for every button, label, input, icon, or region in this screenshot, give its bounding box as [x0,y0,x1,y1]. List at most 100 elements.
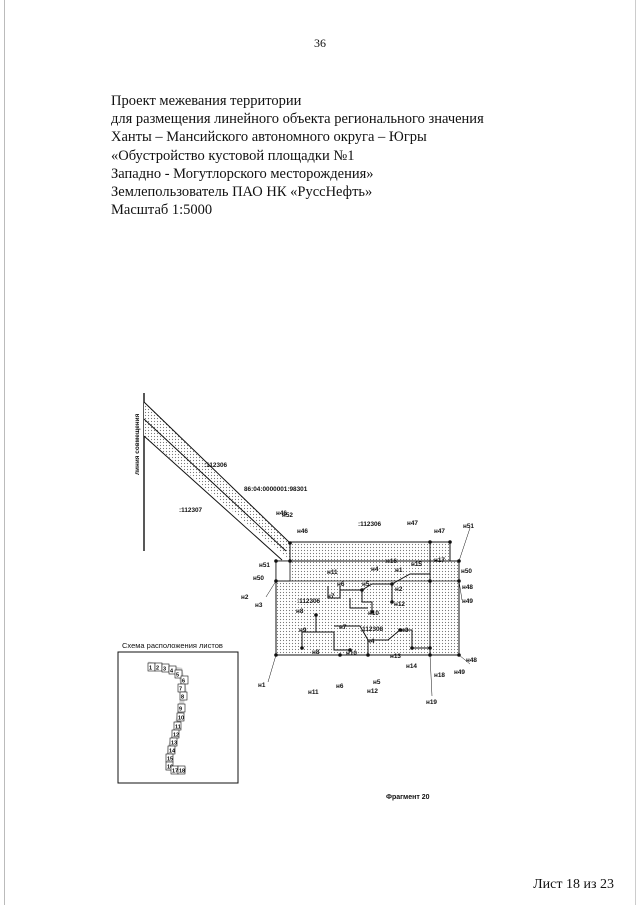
header-line: Ханты – Мансийского автономного округа –… [111,129,427,146]
header-line: Проект межевания территории [111,93,302,109]
inset-title: Схема расположения листов [122,641,223,650]
inset-sheet-number: 13 [171,741,177,747]
header-line: для размещения линейного объекта региона… [111,111,484,128]
point-label: н7 [327,593,335,600]
point-label: н10 [346,650,357,657]
header-line: Масштаб 1:5000 [111,202,213,219]
point-label: н2 [395,586,403,593]
scan-edge-right [635,0,636,905]
header-line: Землепользователь ПАО НК «РуссНефть» [111,184,373,201]
inset-sheet-number: 6 [182,679,185,685]
sheet-footer: Лист 18 из 23 [533,877,614,892]
point-label: н5 [362,581,370,588]
inset-sheet-number: 10 [178,716,184,722]
point-label: н8 [312,649,320,656]
internal-boundary [316,631,350,651]
point-label: н13 [390,653,401,660]
point-label: н5 [373,679,381,686]
internal-boundary [340,589,373,612]
inset-sheet-box [177,703,186,713]
inset-sheet-number: 15 [167,757,173,763]
point-label: н10 [368,610,379,617]
point-label: н50 [253,575,264,582]
point-label: н7 [339,624,347,631]
point-label: н14 [406,663,417,670]
inset-sheet-box [174,669,183,679]
pad-notch [275,560,291,582]
point-label: н47 [407,520,418,527]
point-label: н19 [426,699,437,706]
inset-sheet-number: 5 [176,673,179,679]
point-label: н9 [299,627,307,634]
point-label: н4 [371,566,379,573]
point-label: н1 [395,567,403,574]
inset-sheet-number: 17 [172,769,178,775]
corridor-edge [143,401,291,544]
point-label: н6 [337,581,345,588]
internal-boundary [361,583,393,602]
point-label: н11 [327,569,338,576]
header-line: «Обустройство кустовой площадки №1 [111,147,355,164]
point-label: н51 [259,562,270,569]
parcel-label: :112306 [204,462,228,469]
vertex-markers [274,540,461,657]
inset-sheet-number: 7 [179,687,182,693]
alignment-line-label: линия совмещения [134,413,141,475]
point-label: н6 [336,683,344,690]
internal-boundary [301,615,317,648]
point-label: н48 [462,584,473,591]
inset-sheet-number: 8 [181,695,184,701]
point-label: н46 [297,528,308,535]
page-number: 36 [314,36,326,50]
internal-boundary [349,598,368,609]
internal-boundary [327,586,341,599]
point-label: н1 [258,682,266,689]
inset-sheet-box [176,712,185,722]
point-label: н8 [296,608,304,615]
point-label: н12 [367,688,378,695]
parcel-label: :112307 [179,507,203,514]
inset-sheet-number: 9 [179,707,182,713]
internal-boundary [334,625,369,655]
corridor-edge [143,418,287,552]
inset-sheet-number: 16 [167,765,173,771]
inset-sheet-number: 1 [149,666,152,672]
point-label: н16 [386,558,397,565]
document-header: Проект межевания территории для размещен… [111,92,484,219]
point-label: н4 [367,638,375,645]
point-label: н47 [434,528,445,535]
inset-sheet-number: 3 [163,667,166,673]
inset-sheet-number: 11 [175,725,181,731]
point-label: н46 [276,510,287,517]
point-label: н12 [394,601,405,608]
point-label: н2 [241,594,249,601]
point-label: н3 [255,602,263,609]
scan-edge-left [4,0,5,905]
inset-sheet-box [177,765,186,775]
point-label: н3 [401,627,409,634]
parcel-label: :112306 [358,521,382,528]
point-label: н18 [434,672,445,679]
inset-sheet-box [179,691,188,701]
parcel-label: :112308 [360,626,384,633]
inset-sheet-number: 12 [173,733,179,739]
point-label: н51 [463,523,474,530]
corridor-edge [143,435,283,561]
inset-sheet-number: 18 [179,769,185,775]
label-leaders [265,527,471,697]
parcel-label: 86:04:0000001:98301 [244,486,308,493]
inset-sheet-number: 14 [169,749,176,755]
parcel-label: :112306 [297,598,321,605]
internal-boundary [391,573,430,585]
point-label: н15 [411,561,422,568]
point-label: н48 [466,657,477,664]
inset-sheet-number: 4 [170,669,174,675]
point-label: н49 [454,669,465,676]
point-label: н52 [282,512,293,519]
fragment-label: Фрагмент 20 [386,794,430,801]
corridor-area [144,402,290,560]
point-label: н49 [462,598,473,605]
inset-sheet-number: 2 [156,666,159,672]
